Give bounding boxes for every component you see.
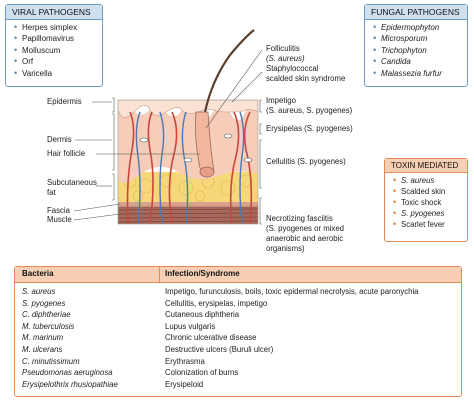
skin-block <box>118 100 258 224</box>
cell-bacteria: Erysipelothrix rhusiopathiae <box>22 379 118 389</box>
list-item: Scalded skin <box>393 186 463 197</box>
label-nf-organism-1: (S. pyogenes or mixed <box>266 224 345 233</box>
header-divider <box>159 267 160 282</box>
list-item: Candida <box>373 56 463 68</box>
list-item: Scarlet fever <box>393 219 463 230</box>
list-item: Varicella <box>14 68 98 80</box>
label-folliculitis-organism: (S. aureus) <box>266 54 305 63</box>
right-label-pointers <box>205 49 263 225</box>
label-fascia: Fascia <box>47 206 70 215</box>
label-ssss: Staphylococcal <box>266 64 319 73</box>
viral-pathogens-box: VIRAL PATHOGENS Herpes simplex Papilloma… <box>5 4 103 87</box>
muscle-fibers <box>118 208 258 223</box>
table-row: S. aureus Impetigo, furunculosis, boils, … <box>15 287 461 299</box>
list-item: Toxic shock <box>393 197 463 208</box>
label-necrotizing-fasciitis: Necrotizing fasciitis <box>266 214 333 223</box>
cell-bacteria: M. ulcerans <box>22 344 63 354</box>
label-nf-organism-2: anaerobic and aerobic <box>266 234 344 243</box>
list-item: Epidermophyton <box>373 22 463 34</box>
table-row: Pseudomonas aeruginosa Colonization of bu… <box>15 368 461 380</box>
list-item: Malassezia furfur <box>373 68 463 80</box>
skin-block-outline <box>117 99 259 225</box>
list-item: Herpes simplex <box>14 22 98 34</box>
cell-infection: Cutaneous diphtheria <box>165 310 240 320</box>
cell-bacteria: M. marinum <box>22 333 64 343</box>
table-row: Erysipelothrix rhusiopathiae Erysipeloid <box>15 380 461 392</box>
arteries <box>126 111 253 224</box>
label-cellulitis: Cellulitis (S. pyogenes) <box>266 157 346 166</box>
label-impetigo: Impetigo <box>266 96 296 105</box>
cell-bacteria: C. minutissimum <box>22 356 80 366</box>
cell-infection: Impetigo, furunculosis, boils, toxic epi… <box>165 287 419 296</box>
label-dermis: Dermis <box>47 135 72 144</box>
list-item: Papillomavirus <box>14 33 98 45</box>
cell-infection: Lupus vulgaris <box>165 321 216 331</box>
toxin-mediated-title: TOXIN MEDIATED <box>385 159 467 173</box>
label-erysipelas: Erysipelas (S. pyogenes) <box>266 124 353 133</box>
label-fat: fat <box>47 188 56 197</box>
column-header-bacteria: Bacteria <box>22 269 54 278</box>
cell-bacteria: S. pyogenes <box>22 298 66 308</box>
cell-infection: Destructive ulcers (Buruli ulcer) <box>165 344 274 354</box>
toxin-mediated-list: S. aureus Scalded skin Toxic shock S. py… <box>385 173 467 232</box>
label-impetigo-organism: (S. aureus, S. pyogenes) <box>266 106 353 115</box>
cell-infection: Chronic ulcerative disease <box>165 333 257 343</box>
table-row: C. diphtheriae Cutaneous diphtheria <box>15 310 461 322</box>
table-row: S. pyogenes Cellulitis, erysipelas, impet… <box>15 299 461 311</box>
veins <box>135 111 245 224</box>
cell-infection: Colonization of burns <box>165 368 239 378</box>
table-header: Bacteria Infection/Syndrome <box>15 267 461 283</box>
fungal-pathogens-title: FUNGAL PATHOGENS <box>365 5 467 20</box>
label-epidermis: Epidermis <box>47 97 82 106</box>
list-item: S. pyogenes <box>393 208 463 219</box>
toxin-mediated-box: TOXIN MEDIATED S. aureus Scalded skin To… <box>384 158 468 242</box>
hair-bulb <box>199 166 215 178</box>
fungal-pathogens-box: FUNGAL PATHOGENS Epidermophyton Microspo… <box>364 4 468 87</box>
cell-infection: Erysipeloid <box>165 379 204 389</box>
table-row: M. ulcerans Destructive ulcers (Buruli ul… <box>15 345 461 357</box>
list-item: Trichophyton <box>373 45 463 57</box>
dermal-cells <box>139 133 253 163</box>
cell-infection: Erythrasma <box>165 356 205 366</box>
dermis-layer <box>118 100 258 184</box>
label-nf-organism-3: organisms) <box>266 244 305 253</box>
viral-pathogens-list: Herpes simplex Papillomavirus Molluscum … <box>6 20 102 81</box>
cell-bacteria: M. tuberculosis <box>22 321 75 331</box>
skin-cross-section-diagram <box>73 29 263 225</box>
label-subcutaneous: Subcutaneous <box>47 178 97 187</box>
muscle-layer <box>118 206 258 224</box>
table-row: M. tuberculosis Lupus vulgaris <box>15 322 461 334</box>
label-folliculitis: Folliculitis <box>266 44 300 53</box>
list-item: Microsporum <box>373 33 463 45</box>
cell-bacteria: S. aureus <box>22 287 56 296</box>
table-row: M. marinum Chronic ulcerative disease <box>15 333 461 345</box>
list-item: S. aureus <box>393 175 463 186</box>
list-item: Molluscum <box>14 45 98 57</box>
label-ssss-2: scalded skin syndrome <box>266 74 346 83</box>
cell-infection: Cellulitis, erysipelas, impetigo <box>165 298 268 308</box>
cell-bacteria: C. diphtheriae <box>22 310 71 320</box>
hair-shaft <box>203 29 255 113</box>
table-row: C. minutissimum Erythrasma <box>15 357 461 369</box>
bacteria-table: Bacteria Infection/Syndrome S. aureus Imp… <box>14 266 462 397</box>
cell-bacteria: Pseudomonas aeruginosa <box>22 368 113 378</box>
fungal-pathogens-list: Epidermophyton Microsporum Trichophyton … <box>365 20 467 81</box>
table-body: S. aureus Impetigo, furunculosis, boils, … <box>15 287 461 391</box>
list-item: Orf <box>14 56 98 68</box>
label-hair-follicle: Hair follicle <box>47 149 86 158</box>
label-muscle: Muscle <box>47 215 72 224</box>
left-label-brackets <box>73 97 200 221</box>
column-header-infection: Infection/Syndrome <box>165 269 240 278</box>
viral-pathogens-title: VIRAL PATHOGENS <box>6 5 102 20</box>
